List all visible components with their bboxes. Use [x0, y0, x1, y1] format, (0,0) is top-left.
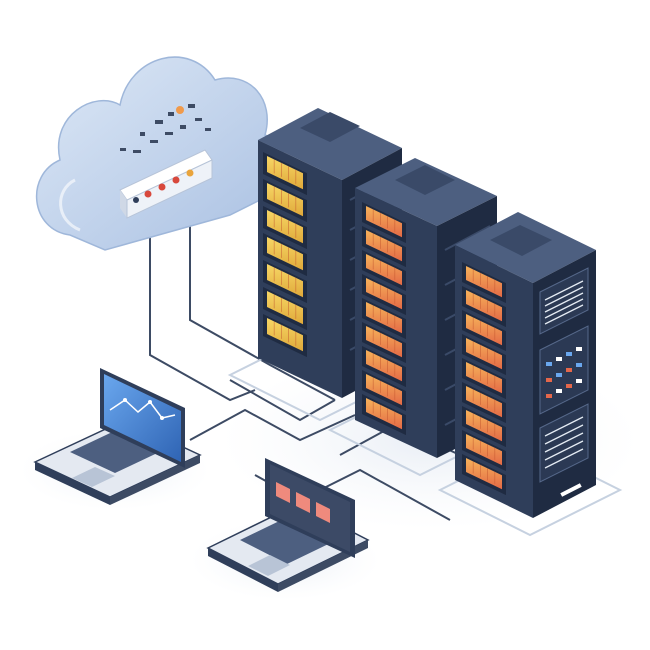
rack-1-slots	[263, 152, 307, 358]
drive-bay-light	[267, 291, 303, 325]
drive-bay-light	[466, 314, 502, 346]
drive-bay-light	[366, 206, 402, 238]
laptop-left	[33, 368, 202, 505]
rack-2-slots	[362, 202, 406, 436]
drive-bay-light	[466, 458, 502, 490]
drive-bay-light	[366, 350, 402, 382]
drive-bay-light	[267, 210, 303, 244]
server-rack-3	[455, 212, 596, 518]
drive-bay-light	[366, 374, 402, 406]
drive-bay-light	[267, 183, 303, 217]
router-box	[119, 149, 213, 219]
drive-bay-light	[466, 338, 502, 370]
drive-bay-light	[267, 264, 303, 298]
drive-bay-light	[466, 266, 502, 298]
drive-bay-light	[267, 237, 303, 271]
cloud-icon	[35, 56, 286, 251]
rack-3-side-panel	[539, 267, 589, 497]
drive-bay-light	[466, 362, 502, 394]
drive-bay-light	[466, 410, 502, 442]
rack-1-vent-top	[300, 112, 360, 142]
drive-bay-light	[466, 434, 502, 466]
laptop-front	[206, 458, 370, 592]
laptop-left-screen	[104, 374, 181, 462]
laptop-front-tiles	[276, 482, 330, 523]
drive-bay-light	[466, 290, 502, 322]
rack-3-indicator-lights	[546, 347, 582, 398]
drive-bay-light	[366, 398, 402, 430]
drive-bay-light	[267, 318, 303, 352]
cloud-status-icons	[120, 104, 211, 153]
drive-bay-light	[267, 156, 303, 190]
drive-bay-light	[366, 254, 402, 286]
drive-bay-light	[366, 278, 402, 310]
drive-bay-light	[366, 326, 402, 358]
drive-bay-light	[366, 302, 402, 334]
rack-3-slots	[462, 262, 506, 496]
drive-bay-light	[466, 386, 502, 418]
drive-bay-light	[366, 230, 402, 262]
laptop-left-chart-line	[109, 399, 176, 419]
